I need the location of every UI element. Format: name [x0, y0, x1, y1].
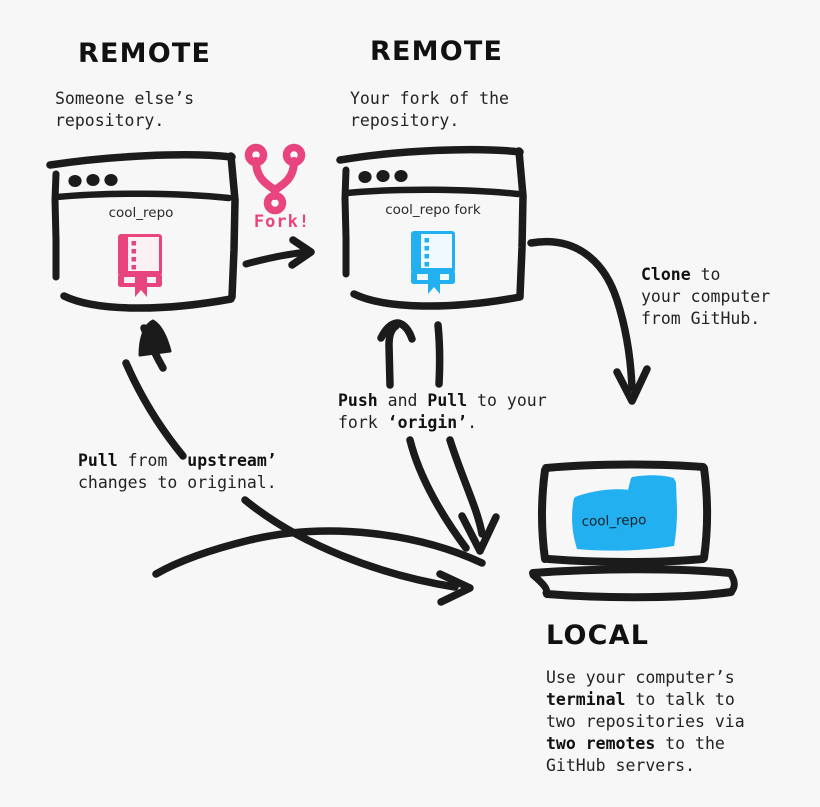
remote-original-caption-line2: repository. [55, 111, 165, 130]
clone-note-line2: your computer [641, 287, 771, 306]
upstream-note-from: from [117, 451, 178, 470]
origin-keyword: ‘origin’ [387, 413, 468, 432]
clone-arrow [527, 238, 651, 405]
local-caption-line4-rest: to the [655, 734, 725, 753]
remote-fork-window-frame [336, 145, 527, 310]
remote-original-window-dots [68, 174, 118, 187]
git-fork-icon [244, 143, 306, 215]
remote-original-window-frame [46, 151, 239, 312]
push-arrow-up [377, 319, 416, 389]
remote-fork-window-label: cool_repo fork [385, 202, 481, 218]
remote-fork-window-dots [358, 170, 408, 183]
upstream-keyword: ‘upstream’ [177, 451, 277, 470]
clone-note: Clone to your computer from GitHub. [641, 264, 770, 330]
remote-original-caption-line1: Someone else’s [55, 89, 195, 108]
remote-fork-caption-line1: Your fork of the [350, 89, 509, 108]
local-caption-line5: GitHub servers. [546, 756, 696, 775]
local-caption-line3: two repositories via [546, 712, 745, 731]
pull-arrow-tail [434, 321, 444, 388]
push-pull-note-line2-end: . [467, 413, 478, 432]
push-pull-note-and: and [377, 391, 428, 410]
upstream-note: Pull from ‘upstream’ changes to original. [78, 450, 277, 494]
upstream-note-line2: changes to original. [78, 473, 277, 492]
push-pull-note-line1-rest: to your [467, 391, 547, 410]
clone-note-line3: from GitHub. [641, 309, 761, 328]
pull-arrow-down [406, 436, 500, 555]
remote-original-caption: Someone else’s repository. [55, 88, 194, 132]
local-caption-line2-rest: to talk to [625, 690, 735, 709]
local-laptop [529, 460, 738, 602]
fork-label: Fork! [253, 212, 311, 232]
book-icon-blue [411, 231, 455, 294]
upstream-pull-arrow [122, 319, 486, 578]
book-icon-pink [118, 234, 162, 297]
local-heading: LOCAL [546, 620, 650, 651]
push-pull-note-line2-start: fork [338, 413, 388, 432]
local-caption-line1: Use your computer’s [546, 668, 735, 687]
two-remotes-keyword: two remotes [546, 734, 656, 753]
push-pull-note: Push and Pull to your fork ‘origin’. [338, 390, 547, 434]
remote-fork-heading: REMOTE [370, 36, 504, 67]
terminal-keyword: terminal [546, 690, 626, 709]
clone-note-keyword: Clone [641, 265, 691, 284]
remote-original-heading: REMOTE [78, 38, 212, 69]
upstream-pull-keyword: Pull [78, 451, 118, 470]
local-folder-label: cool_repo [581, 512, 647, 530]
fork-arrow [242, 236, 315, 269]
local-caption: Use your computer’s terminal to talk to tw… [546, 667, 745, 777]
upstream-pull-arrow-second [241, 496, 474, 606]
pull-keyword: Pull [427, 391, 468, 410]
push-keyword: Push [338, 391, 378, 410]
remote-original-window-label: cool_repo [108, 205, 174, 221]
remote-fork-caption: Your fork of the repository. [350, 88, 509, 132]
remote-fork-caption-line2: repository. [350, 111, 460, 130]
clone-note-line1-rest: to [690, 265, 721, 284]
